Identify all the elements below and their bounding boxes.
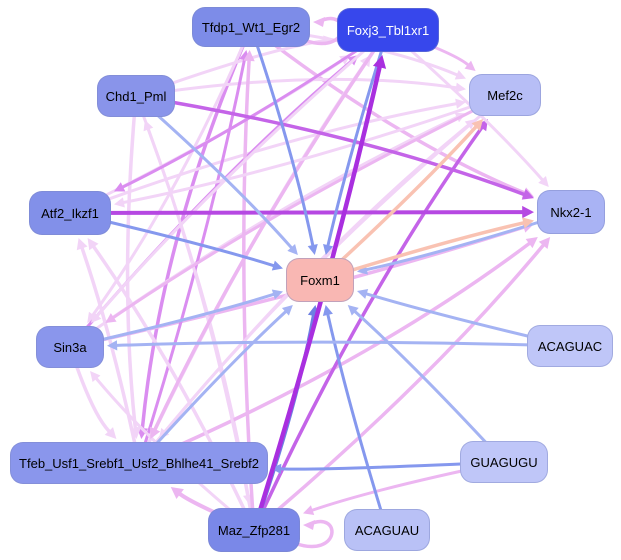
- edge-foxj-foxm1-arrow: [323, 244, 334, 255]
- edge-acaguac-sin3a-arrow: [107, 340, 118, 351]
- edge-tfdp-mef2c-arrow: [454, 69, 466, 80]
- edge-foxm1-mef2c-arrow: [471, 119, 484, 131]
- edge-tfdp-foxm1-line: [249, 25, 315, 247]
- node-acaguau[interactable]: ACAGUAU: [344, 509, 430, 551]
- edge-atf2-nkx2-line: [68, 210, 525, 215]
- edge-maz-maz-arrow: [303, 520, 315, 530]
- edge-maz-atf2-line: [92, 245, 256, 532]
- edge-guagugu-tfeb-arrow: [271, 463, 282, 474]
- edge-maz-chd1-arrow: [143, 120, 154, 132]
- edge-guagugu-foxm1-arrow: [347, 305, 359, 316]
- edge-tfdp-sin3a-line: [91, 25, 253, 317]
- node-tfeb-usf1-srebf1-usf2-bhlhe41-srebf2[interactable]: Tfeb_Usf1_Srebf1_Usf2_Bhlhe41_Srebf2: [10, 442, 268, 484]
- node-label: GUAGUGU: [470, 454, 538, 470]
- node-maz-zfp281[interactable]: Maz_Zfp281: [208, 508, 300, 552]
- edge-acaguac-sin3a-line: [115, 340, 572, 348]
- node-label: Maz_Zfp281: [217, 522, 291, 538]
- edge-foxj-sin3a-line: [96, 28, 390, 317]
- edge-maz-sin3a-arrow: [90, 371, 101, 383]
- node-acaguac[interactable]: ACAGUAC: [527, 325, 613, 367]
- edge-tfeb-atf2-arrow: [76, 238, 88, 251]
- edge-tfeb-tfdp-line: [137, 58, 246, 465]
- node-label: Mef2c: [487, 87, 523, 103]
- edge-acaguau-foxm1-line: [326, 313, 389, 532]
- edge-mef2c-atf2-arrow: [114, 197, 125, 208]
- edge-atf2-foxm1-arrow: [271, 260, 283, 271]
- edge-sin3a-tfeb-arrow: [104, 427, 117, 439]
- edge-foxm1-nkx2-arrow: [522, 217, 534, 229]
- node-sin3a[interactable]: Sin3a: [36, 326, 104, 368]
- node-guagugu[interactable]: GUAGUGU: [460, 441, 548, 483]
- edge-maz-atf2-arrow: [87, 238, 99, 251]
- node-label: Atf2_Ikzf1: [41, 205, 99, 221]
- node-foxj3-tbl1xr1[interactable]: Foxj3_Tbl1xr1: [337, 8, 439, 52]
- edge-sin3a-foxm1-arrow: [271, 289, 283, 300]
- node-label: Chd1_Pml: [105, 88, 167, 104]
- edge-tfeb-foxm1-line: [137, 310, 287, 465]
- edge-foxj-atf2-line: [121, 28, 390, 189]
- node-foxm1[interactable]: Foxm1: [286, 258, 354, 302]
- edge-maz-nkx2-arrow: [538, 237, 551, 250]
- edge-maz-mef2c-arrow: [476, 119, 488, 132]
- edge-tfdp-nkx2-line: [249, 25, 526, 195]
- edge-chd1-tfeb-line: [125, 94, 138, 430]
- edge-tfdp-tfdp-arrow: [313, 17, 325, 27]
- edge-chd1-foxm1-arrow: [287, 244, 298, 255]
- node-label: ACAGUAC: [537, 338, 603, 354]
- edge-foxj-atf2-arrow: [114, 182, 126, 192]
- node-label: Nkx2-1: [550, 204, 592, 220]
- edge-foxj-tfeb-arrow: [149, 426, 161, 439]
- node-mef2c[interactable]: Mef2c: [469, 74, 541, 116]
- edge-acaguau-foxm1-arrow: [322, 305, 333, 316]
- node-label: Tfeb_Usf1_Srebf1_Usf2_Bhlhe41_Srebf2: [19, 455, 259, 471]
- edge-foxj-sin3a-arrow: [90, 311, 102, 323]
- edge-mef2c-sin3a-line: [112, 93, 507, 319]
- node-label: Foxj3_Tbl1xr1: [346, 22, 430, 38]
- edge-maz-tfdp-arrow: [243, 50, 255, 62]
- edge-atf2-mef2c-arrow: [455, 98, 466, 109]
- node-label: Foxm1: [300, 272, 340, 288]
- edge-atf2-mef2c-line: [68, 102, 458, 215]
- edge-acaguac-foxm1-arrow: [357, 288, 369, 299]
- node-label: Sin3a: [53, 339, 87, 355]
- edge-guagugu-maz-arrow: [303, 505, 315, 515]
- edge-tfeb-foxm1-arrow: [281, 305, 293, 316]
- edge-atf2-nkx2-arrow: [522, 205, 534, 219]
- edge-tfdp-foxm1-arrow: [307, 244, 318, 255]
- node-tfdp1-wt1-egr2[interactable]: Tfdp1_Wt1_Egr2: [192, 7, 310, 47]
- node-label: Tfdp1_Wt1_Egr2: [201, 19, 301, 35]
- edge-foxj-tfeb-line: [153, 28, 390, 431]
- edge-maz-maz-loop: [292, 519, 334, 549]
- edge-chd1-mef2c-arrow: [455, 82, 466, 93]
- edge-chd1-nkx2-line: [134, 94, 526, 197]
- edge-tfeb-nkx2-line: [137, 241, 531, 465]
- node-chd1-pml[interactable]: Chd1_Pml: [97, 75, 175, 117]
- edge-foxj-mef2c-arrow: [464, 60, 476, 71]
- edge-mef2c-sin3a-arrow: [105, 313, 117, 323]
- edge-mef2c-atf2-line: [122, 93, 507, 204]
- node-atf2-ikzf1[interactable]: Atf2_Ikzf1: [29, 191, 111, 235]
- edge-tfeb-nkx2-arrow: [525, 237, 538, 249]
- edge-foxj-nkx2-arrow: [538, 176, 549, 187]
- node-nkx2-1[interactable]: Nkx2-1: [537, 190, 605, 234]
- edge-chd1-mef2c-line: [134, 77, 458, 98]
- edge-maz-tfeb-arrow: [170, 487, 184, 500]
- edge-chd1-nkx2-arrow: [521, 189, 534, 200]
- node-label: ACAGUAU: [354, 522, 420, 538]
- edge-maz-foxj-arrow: [372, 55, 387, 69]
- edge-maz-nkx2-line: [252, 243, 545, 532]
- edge-guagugu-foxm1-line: [353, 310, 506, 464]
